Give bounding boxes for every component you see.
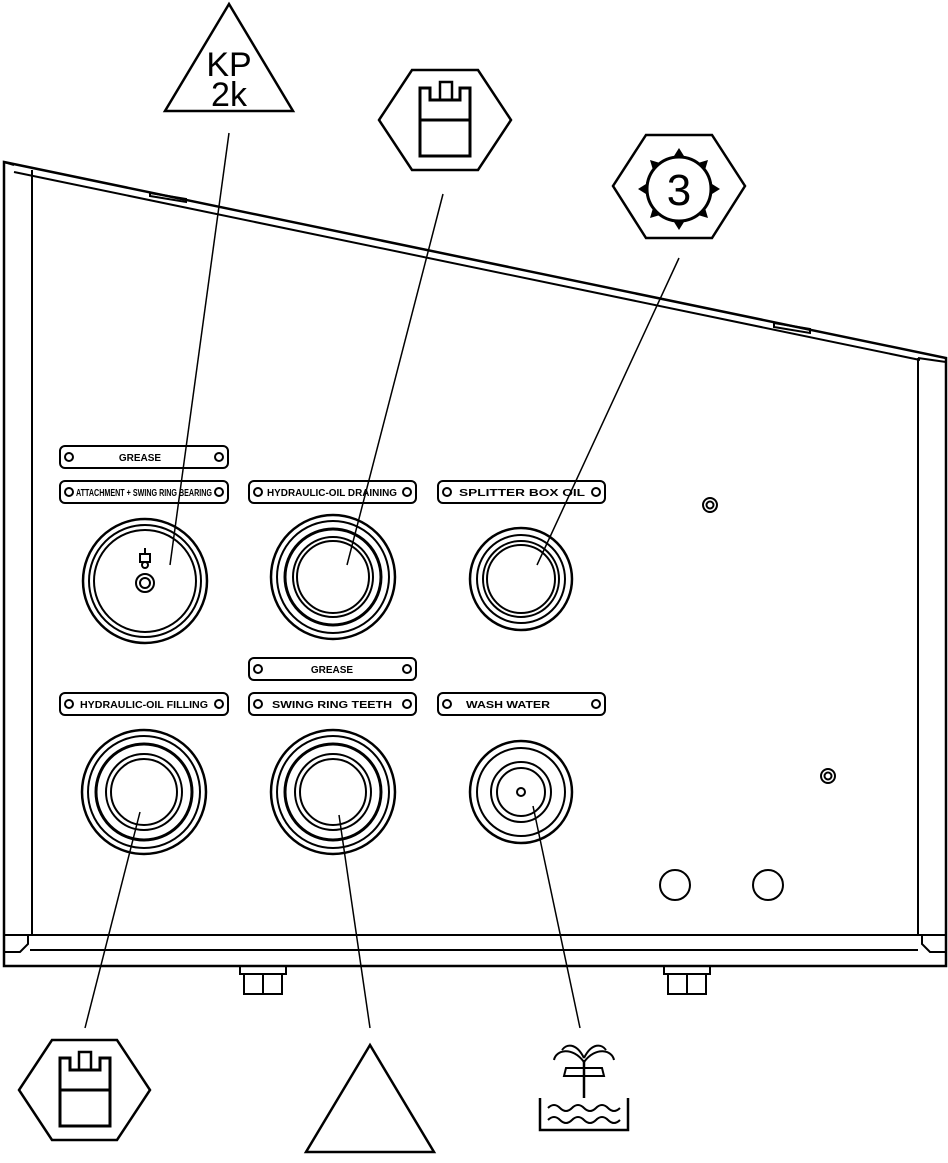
label-splitter-box: SPLITTER BOX OIL: [459, 488, 585, 499]
port-swing-ring-teeth[interactable]: [269, 728, 397, 856]
gear-teeth: [638, 148, 720, 230]
triangle-icon: [303, 1042, 437, 1154]
panel-housing: [2, 160, 948, 995]
plate-swing-ring-teeth: SWING RING TEETH: [248, 692, 417, 716]
port-grease-attachment[interactable]: [81, 517, 209, 645]
hexagon-gear-3-icon: 3: [611, 133, 747, 240]
label-grease-mid: GREASE: [311, 665, 354, 676]
plate-hydraulic-draining: HYDRAULIC-OIL DRAINING: [248, 480, 417, 504]
label-swing-ring-teeth: SWING RING TEETH: [272, 700, 392, 711]
hexagon-oil-tank-icon-top: [377, 68, 513, 172]
kp-line2: 2k: [211, 76, 248, 114]
leader-lines: [84, 132, 680, 1029]
label-hydraulic-filling: HYDRAULIC-OIL FILLING: [80, 700, 208, 711]
bolt-left: [239, 965, 287, 995]
hexagon-oil-tank-icon-bottom: [17, 1038, 152, 1142]
plate-grease-mid: GREASE: [248, 657, 417, 681]
port-hydraulic-filling[interactable]: [80, 728, 208, 856]
bolt-right: [663, 965, 711, 995]
port-hydraulic-draining[interactable]: [269, 513, 397, 641]
plate-hydraulic-filling: HYDRAULIC-OIL FILLING: [59, 692, 229, 716]
plate-attachment-swing: ATTACHMENT + SWING RING BEARING: [59, 480, 229, 504]
triangle-kp-2k-icon: KP 2k: [162, 1, 296, 114]
gear-number: 3: [667, 166, 691, 215]
plate-splitter-box: SPLITTER BOX OIL: [437, 480, 606, 504]
port-splitter-box[interactable]: [468, 526, 574, 632]
fountain-water-icon: [538, 1044, 630, 1132]
label-hydraulic-draining: HYDRAULIC-OIL DRAINING: [267, 488, 397, 499]
label-wash-water: WASH WATER: [466, 700, 551, 711]
kp-line1: KP: [206, 46, 251, 84]
port-wash-water[interactable]: [468, 739, 574, 845]
plate-wash-water: WASH WATER: [437, 692, 606, 716]
label-grease-top: GREASE: [119, 453, 162, 464]
label-attachment-swing: ATTACHMENT + SWING RING BEARING: [76, 488, 212, 499]
plate-grease-top: GREASE: [59, 445, 229, 469]
